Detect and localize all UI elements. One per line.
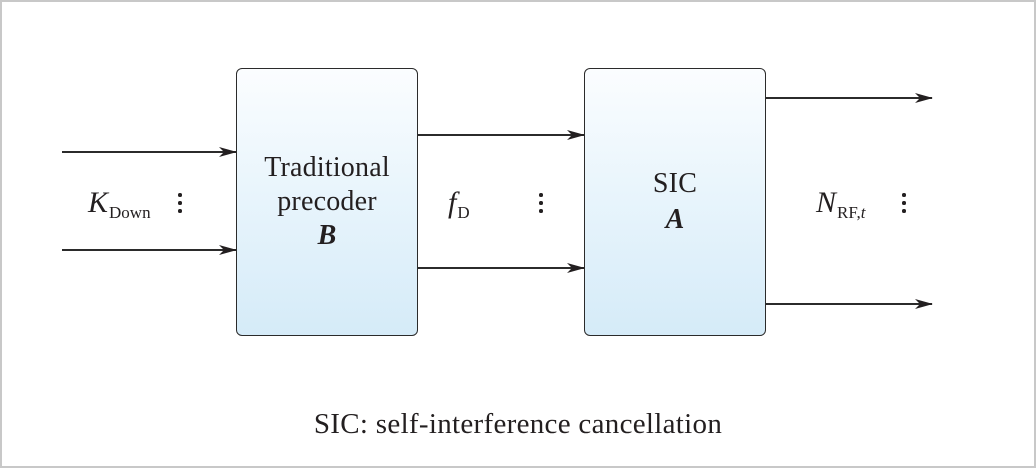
input-symbol: K [88,186,109,219]
traditional-precoder-block: Traditional precoder B [236,68,418,336]
output-label: NRF,t [816,186,865,222]
vertical-ellipsis-icon [539,193,543,215]
input-label: KDown [88,186,151,222]
intermediate-subscript: D [457,203,470,222]
output-subscript-upright: RF, [837,203,861,222]
sic-block: SIC A [584,68,766,336]
output-subscript: RF,t [837,203,865,222]
figure-caption: SIC: self-interference cancellation [313,408,723,440]
vertical-ellipsis-icon [178,193,182,215]
sic-title: SIC [652,168,698,199]
intermediate-symbol: f [448,186,457,219]
precoder-title-line2: precoder [277,186,377,217]
sic-matrix-symbol: A [665,204,685,235]
intermediate-label: fD [448,186,470,222]
input-subscript: Down [109,203,151,222]
precoder-title-line1: Traditional [264,152,390,183]
output-subscript-italic: t [860,203,866,222]
vertical-ellipsis-icon [902,193,906,215]
output-symbol: N [816,186,837,219]
precoder-matrix-symbol: B [317,220,337,251]
